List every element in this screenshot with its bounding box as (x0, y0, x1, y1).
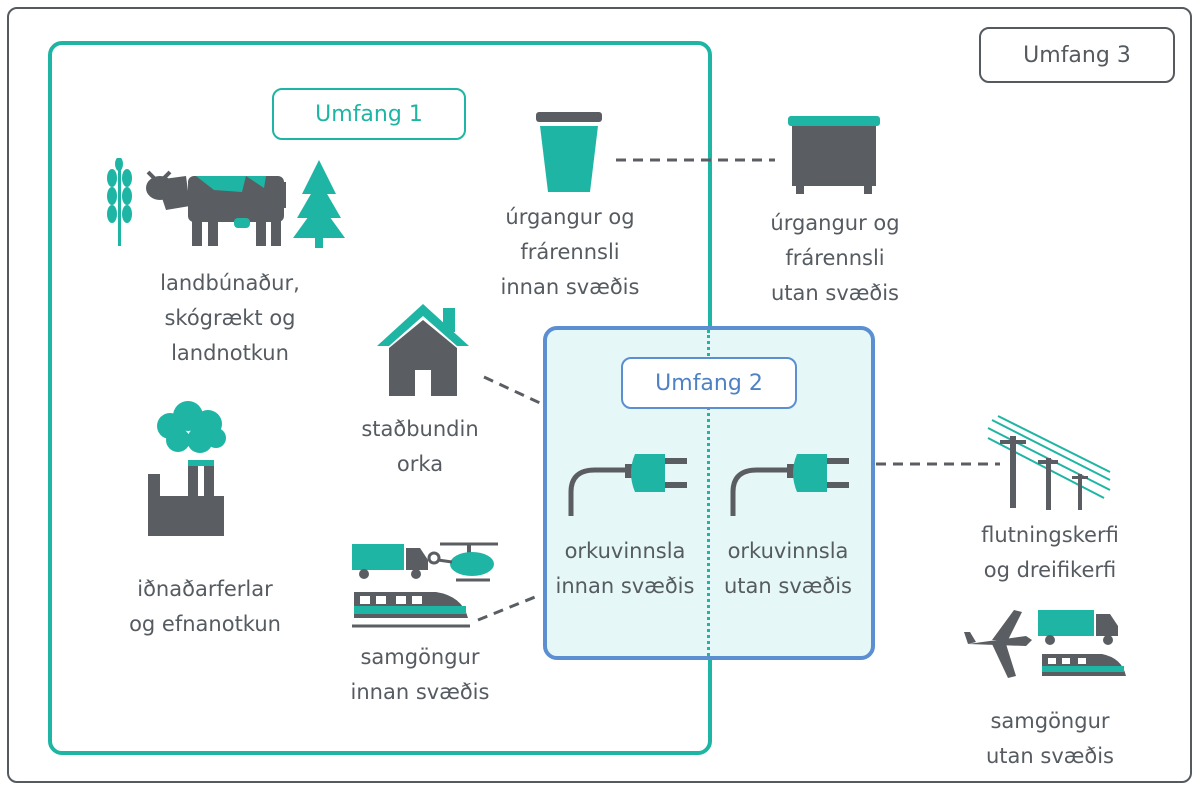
scope-2-label: Umfang 2 (621, 357, 797, 409)
scope-1-label: Umfang 1 (272, 88, 466, 140)
house-icon (377, 304, 469, 396)
transport-outside-caption: samgöngur utan svæðis (985, 709, 1114, 768)
tree-icon (293, 160, 345, 248)
waste-outside-caption: úrgangur og frárennsli utan svæðis (770, 211, 900, 305)
agriculture-icons (107, 158, 345, 248)
plug-icon (568, 454, 687, 516)
helicopter-icon (427, 542, 498, 582)
wheat-icon (107, 158, 132, 246)
agriculture-caption: landbúnaður, skógrækt og landnotkun (160, 271, 300, 365)
connector-transport (477, 593, 541, 622)
stationary-energy-caption: staðbundin orka (361, 417, 479, 476)
truck-icon (352, 544, 428, 579)
scope-3-label: Umfang 3 (979, 27, 1175, 83)
factory-icon (148, 401, 226, 536)
energy-outside-caption: orkuvinnsla utan svæðis (723, 539, 852, 598)
scope-divider-line (707, 330, 710, 656)
transport-inside-caption: samgöngur innan svæðis (350, 645, 490, 704)
outer-frame (7, 7, 1192, 783)
plug-icon (730, 454, 849, 516)
truck-icon (1038, 610, 1118, 645)
trash-can-icon (536, 112, 602, 192)
grid-caption: flutningskerfi og dreifikerfi (981, 523, 1119, 582)
waste-inside-caption: úrgangur og frárennsli innan svæðis (500, 205, 640, 299)
connector-house (483, 375, 541, 405)
cloud-icon (157, 401, 226, 453)
cow-icon (146, 170, 286, 246)
transport-outside-icons (964, 610, 1126, 678)
train-icon (352, 592, 470, 628)
industry-caption: iðnaðarferlar og efnanotkun (129, 577, 281, 636)
train-icon (1042, 654, 1126, 676)
airplane-icon (964, 610, 1032, 678)
energy-inside-caption: orkuvinnsla innan svæðis (555, 539, 695, 598)
power-lines-icon (987, 415, 1111, 510)
transport-inside-icons (352, 542, 498, 628)
dumpster-icon (788, 116, 880, 194)
